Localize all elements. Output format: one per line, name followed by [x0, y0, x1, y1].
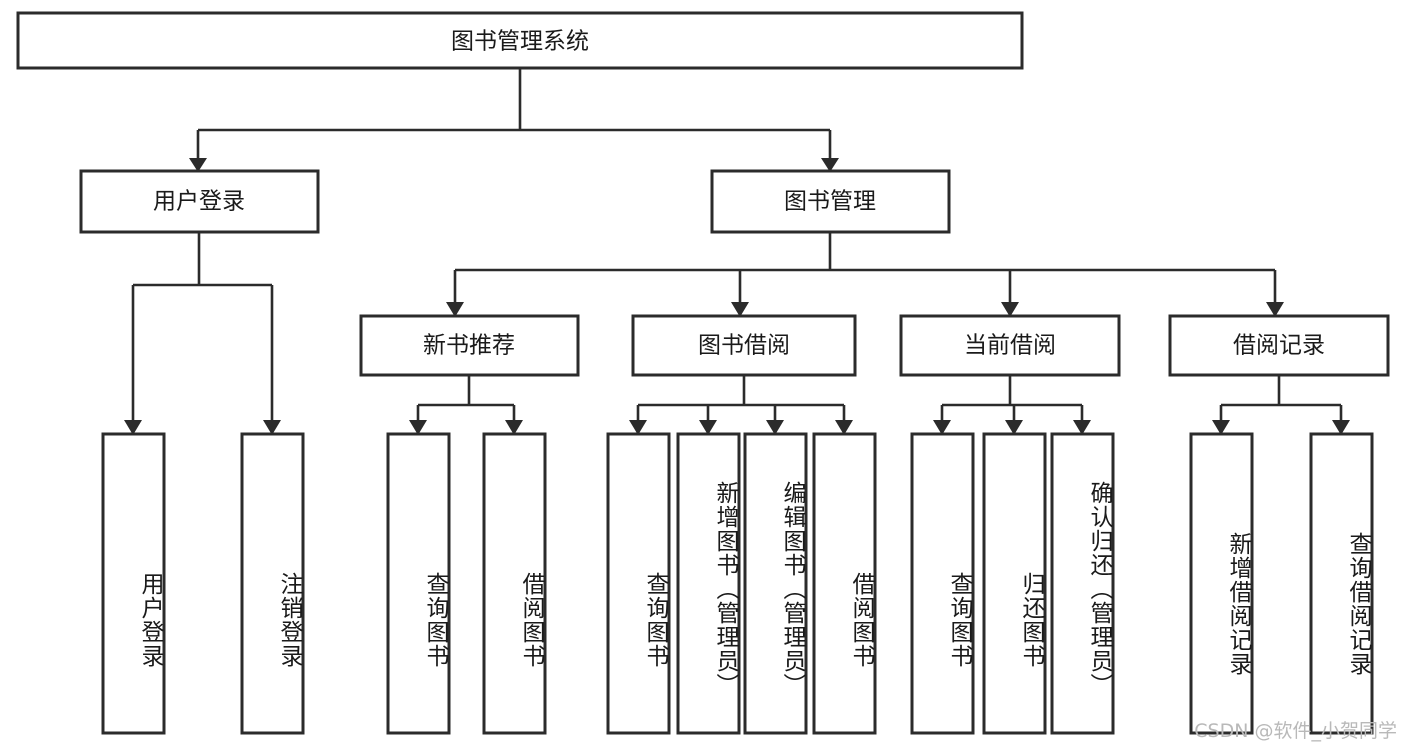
node-book-borrow-label: 图书借阅	[698, 333, 790, 359]
leaf-node-layer	[101, 432, 1374, 735]
node-user-login-label: 用户登录	[153, 189, 245, 215]
arrow-to-leaf-edit-book	[766, 420, 784, 435]
connector-root-to-level2	[196, 68, 832, 160]
connector-new-book-rec-to-leaves	[416, 375, 516, 422]
node-book-borrow-box[interactable]	[631, 314, 857, 377]
node-current-borrow-label: 当前借阅	[964, 333, 1056, 359]
arrow-to-leaf-add-book	[699, 420, 717, 435]
node-borrow-record-label: 借阅记录	[1233, 333, 1325, 359]
connector-current-borrow-to-leaves	[940, 375, 1084, 422]
arrow-to-leaf-query-book-3	[933, 420, 951, 435]
node-leaf-user-login-box[interactable]	[101, 432, 166, 735]
node-new-book-rec[interactable]: 新书推荐	[359, 314, 580, 377]
node-leaf-borrow-book-1-box[interactable]	[482, 432, 547, 735]
connector-user-login-to-leaves	[131, 232, 274, 422]
node-leaf-borrow-book-2-box[interactable]	[812, 432, 877, 735]
arrow-to-leaf-borrow-book-1	[505, 420, 523, 435]
node-leaf-add-record-box[interactable]	[1189, 432, 1254, 735]
arrow-to-book-borrow	[731, 302, 749, 317]
node-user-login[interactable]: 用户登录	[79, 169, 320, 234]
connector-layer	[124, 68, 1350, 435]
node-leaf-user-logout-box[interactable]	[240, 432, 305, 735]
connector-book-manage-to-level3	[453, 232, 1277, 304]
arrow-to-leaf-confirm-return	[1073, 420, 1091, 435]
arrow-to-borrow-record	[1266, 302, 1284, 317]
node-user-login-box[interactable]	[79, 169, 320, 234]
arrow-to-leaf-query-book-1	[409, 420, 427, 435]
node-leaf-query-book-3-box[interactable]	[910, 432, 975, 735]
node-leaf-return-book-box[interactable]	[982, 432, 1047, 735]
arrow-to-user-login	[189, 158, 207, 172]
arrow-to-leaf-add-record	[1212, 420, 1230, 435]
node-root-label: 图书管理系统	[451, 29, 589, 55]
arrow-to-leaf-query-record	[1332, 420, 1350, 435]
node-book-borrow[interactable]: 图书借阅	[631, 314, 857, 377]
node-leaf-query-record-box[interactable]	[1309, 432, 1374, 735]
node-leaf-query-book-1-box[interactable]	[386, 432, 451, 735]
arrow-to-leaf-return-book	[1005, 420, 1023, 435]
arrow-to-current-borrow	[1001, 302, 1019, 317]
arrow-to-leaf-user-logout	[263, 420, 281, 435]
arrow-to-book-manage	[821, 158, 839, 172]
node-new-book-rec-box[interactable]	[359, 314, 580, 377]
arrow-to-leaf-query-book-2	[629, 420, 647, 435]
arrow-to-leaf-user-login	[124, 420, 142, 435]
node-book-manage-label: 图书管理	[784, 189, 876, 215]
node-new-book-rec-label: 新书推荐	[423, 333, 515, 359]
node-root-box[interactable]	[16, 11, 1024, 70]
connector-book-borrow-to-leaves	[636, 375, 846, 422]
node-leaf-query-book-2-box[interactable]	[606, 432, 671, 735]
arrow-to-new-book-rec	[446, 302, 464, 317]
node-leaf-edit-book-box[interactable]	[743, 432, 808, 735]
node-current-borrow[interactable]: 当前借阅	[899, 314, 1121, 377]
node-leaf-confirm-return-box[interactable]	[1050, 432, 1115, 735]
arrow-to-leaf-borrow-book-2	[835, 420, 853, 435]
csdn-watermark: CSDN @软件_小贺同学	[1194, 720, 1397, 742]
node-leaf-add-book-box[interactable]	[676, 432, 741, 735]
node-book-manage[interactable]: 图书管理	[710, 169, 951, 234]
node-book-manage-box[interactable]	[710, 169, 951, 234]
node-current-borrow-box[interactable]	[899, 314, 1121, 377]
node-borrow-record-box[interactable]	[1168, 314, 1390, 377]
connector-borrow-record-to-leaves	[1219, 375, 1343, 422]
node-root[interactable]: 图书管理系统	[16, 11, 1024, 70]
node-borrow-record[interactable]: 借阅记录	[1168, 314, 1390, 377]
